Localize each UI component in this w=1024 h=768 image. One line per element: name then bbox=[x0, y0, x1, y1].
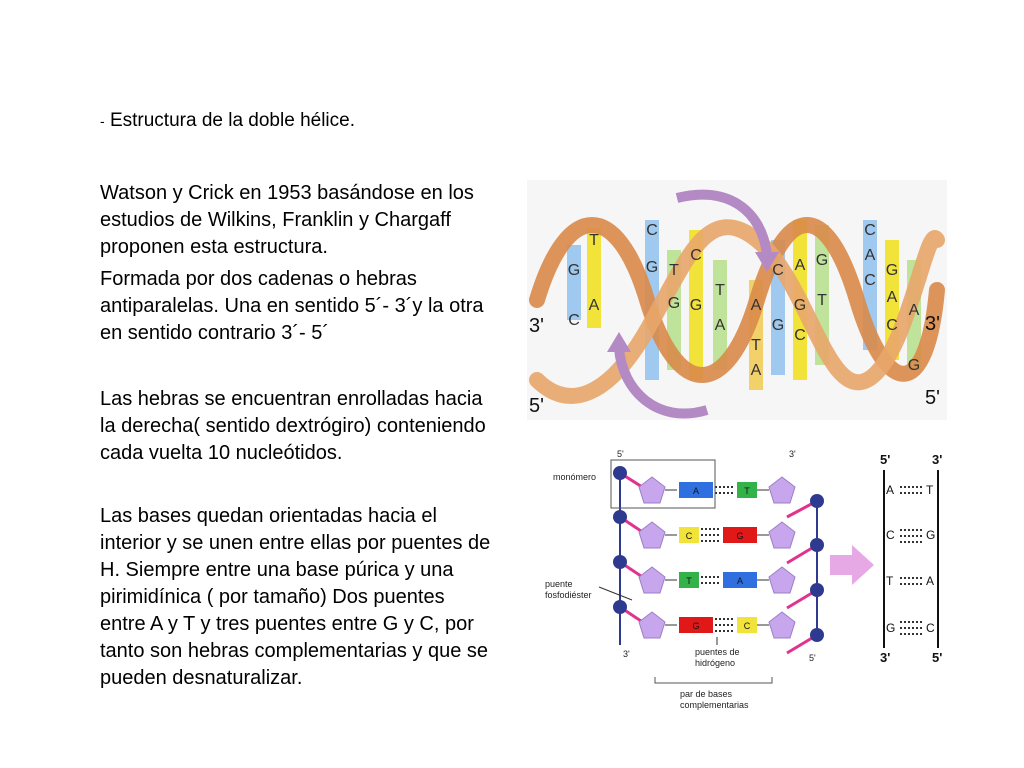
svg-text:G: G bbox=[646, 259, 658, 276]
svg-text:A: A bbox=[715, 317, 726, 334]
svg-text:G: G bbox=[886, 262, 898, 279]
schematic-base-left-3: T bbox=[886, 574, 894, 588]
svg-text:T: T bbox=[817, 292, 827, 309]
svg-text:C: C bbox=[886, 317, 898, 334]
helix-end-right-bottom: 5' bbox=[925, 387, 940, 409]
paragraph-watson-crick: Watson y Crick en 1953 basándose en los … bbox=[100, 182, 474, 258]
base-pair-label-line2: complementarias bbox=[680, 700, 749, 710]
helix-end-left-top: 3' bbox=[529, 315, 544, 337]
svg-text:T: T bbox=[744, 486, 750, 496]
svg-text:A: A bbox=[693, 486, 699, 496]
svg-text:A: A bbox=[737, 576, 743, 586]
svg-text:G: G bbox=[816, 252, 828, 269]
svg-text:G: G bbox=[794, 297, 806, 314]
svg-text:A: A bbox=[589, 297, 600, 314]
schematic-top-right: 3' bbox=[932, 452, 942, 467]
rotation-arrow-bottom-icon bbox=[614, 347, 709, 419]
svg-text:T: T bbox=[751, 337, 761, 354]
schematic-base-left-2: C bbox=[886, 528, 895, 542]
svg-text:G: G bbox=[908, 357, 920, 374]
svg-text:G: G bbox=[668, 295, 680, 312]
paragraph-antiparallel: Formada por dos cadenas o hebras antipar… bbox=[100, 268, 484, 344]
right-arrow-icon bbox=[830, 545, 874, 585]
heading-text: Estructura de la doble hélice. bbox=[109, 110, 355, 131]
svg-text:T: T bbox=[589, 232, 599, 249]
base-pair-bracket bbox=[654, 677, 773, 684]
svg-text:T: T bbox=[715, 282, 725, 299]
schematic-bottom-left: 3' bbox=[880, 650, 890, 665]
hbond-label-line2: hidrógeno bbox=[695, 658, 735, 668]
base-T-box-1 bbox=[737, 482, 757, 498]
svg-text:C: C bbox=[690, 247, 702, 264]
slide-heading: - Estructura de la doble hélice. bbox=[100, 110, 355, 132]
svg-text:C: C bbox=[686, 531, 693, 541]
monomer-label: monómero bbox=[553, 472, 596, 482]
rotation-arrow-top-icon bbox=[675, 189, 772, 256]
pair-base-letters: A T C G T A G C bbox=[686, 486, 751, 631]
svg-text:A: A bbox=[909, 302, 920, 319]
base-G-box-2 bbox=[723, 527, 757, 543]
pairing-end-3-bottom: 3' bbox=[623, 649, 630, 659]
svg-text:C: C bbox=[646, 222, 658, 239]
base-C-box-2 bbox=[679, 527, 699, 543]
schematic-base-left-1: A bbox=[886, 483, 894, 497]
helix-end-right-top: 3' bbox=[925, 313, 940, 335]
schematic-base-right-3: A bbox=[926, 574, 934, 588]
hydrogen-bond-dots bbox=[701, 486, 735, 632]
svg-text:C: C bbox=[772, 262, 784, 279]
schematic-ladder-figure: 5' 3' 3' 5' A T C G T A G C bbox=[880, 452, 942, 665]
paragraph-right-handed: Las hebras se encuentran enrolladas haci… bbox=[100, 388, 486, 464]
svg-text:C: C bbox=[864, 272, 876, 289]
svg-text:T: T bbox=[669, 262, 679, 279]
svg-text:C: C bbox=[794, 327, 806, 344]
svg-text:C: C bbox=[864, 222, 876, 239]
svg-text:A: A bbox=[751, 297, 762, 314]
svg-text:A: A bbox=[795, 257, 806, 274]
schematic-base-left-4: G bbox=[886, 621, 895, 635]
base-connectors bbox=[665, 489, 769, 626]
schematic-bottom-right: 5' bbox=[932, 650, 942, 665]
double-helix-figure: G T C G T C C A G G T A A T A C G A G C … bbox=[527, 180, 947, 420]
sugar-pentagons bbox=[638, 476, 796, 639]
schematic-base-right-2: G bbox=[926, 528, 935, 542]
rotation-arrowhead-top-icon bbox=[755, 252, 779, 272]
svg-text:G: G bbox=[568, 262, 580, 279]
svg-text:A: A bbox=[751, 362, 762, 379]
base-A-box-1 bbox=[679, 482, 713, 498]
heading-dash: - bbox=[100, 113, 105, 129]
base-C-box-4 bbox=[737, 617, 757, 633]
schematic-hbond-dots bbox=[900, 486, 922, 635]
svg-text:A: A bbox=[887, 289, 898, 306]
pairing-end-5-bottom: 5' bbox=[809, 653, 816, 663]
schematic-top-left: 5' bbox=[880, 452, 890, 467]
svg-text:G: G bbox=[690, 297, 702, 314]
helix-base-letters: G T C G T C C A G G T A A T A C G A G C … bbox=[568, 222, 920, 379]
phosphodiester-label-line2: fosfodiéster bbox=[545, 590, 592, 600]
schematic-base-right-1: T bbox=[926, 483, 934, 497]
schematic-base-right-4: C bbox=[926, 621, 935, 635]
hbond-label-line1: puentes de bbox=[695, 647, 740, 657]
svg-text:G: G bbox=[736, 531, 743, 541]
svg-text:C: C bbox=[744, 621, 751, 631]
svg-text:A: A bbox=[865, 247, 876, 264]
monomer-box bbox=[610, 459, 716, 509]
helix-end-left-bottom: 5' bbox=[529, 395, 544, 417]
phosphodiester-label-line1: puente bbox=[545, 579, 573, 589]
phosphate-groups bbox=[613, 466, 824, 642]
base-pair-label-line1: par de bases bbox=[680, 689, 733, 699]
paragraph-base-pairing: Las bases quedan orientadas hacia el int… bbox=[100, 505, 491, 689]
svg-text:G: G bbox=[692, 621, 699, 631]
svg-text:G: G bbox=[772, 317, 784, 334]
rotation-arrowhead-bottom-icon bbox=[607, 332, 631, 352]
svg-text:T: T bbox=[686, 576, 692, 586]
base-G-box-4 bbox=[679, 617, 713, 633]
base-T-box-3 bbox=[679, 572, 699, 588]
pairing-end-3-top: 3' bbox=[789, 449, 796, 459]
base-pairing-figure: A T C G T A G C 5' 3' 3' 5' monómero pue… bbox=[545, 449, 824, 710]
pairing-end-5-top: 5' bbox=[617, 449, 624, 459]
phosphodiester-pointer bbox=[598, 586, 633, 601]
svg-text:C: C bbox=[568, 312, 580, 329]
base-A-box-3 bbox=[723, 572, 757, 588]
